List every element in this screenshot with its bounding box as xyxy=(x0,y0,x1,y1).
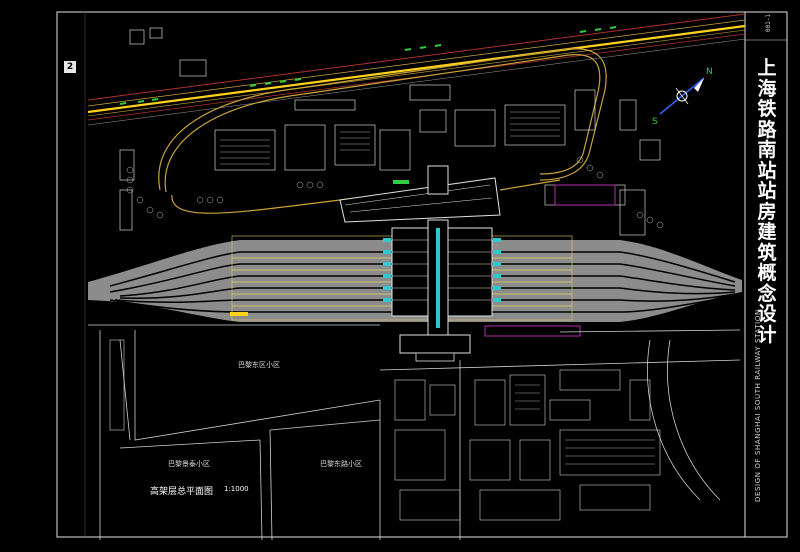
trees xyxy=(126,156,664,229)
north-buildings xyxy=(119,27,661,236)
north-arrow-icon: N S xyxy=(652,67,713,127)
title-char: 南 xyxy=(757,139,777,161)
title-char: 房 xyxy=(757,200,777,223)
drawing-code: 001-1 xyxy=(765,14,772,33)
title-char: 路 xyxy=(757,118,777,141)
title-char: 上 xyxy=(757,57,777,79)
station-building xyxy=(339,165,501,362)
sheet-number: 2 xyxy=(64,61,76,73)
magenta-block-north xyxy=(554,184,616,206)
drawing-scale: 1:1000 xyxy=(224,485,249,493)
magenta-block-south xyxy=(484,325,581,337)
green-signal-marks xyxy=(119,26,617,105)
title-char: 站 xyxy=(757,180,777,202)
drawing-frame xyxy=(56,11,788,538)
english-subtitle: DESIGN OF SHANGHAI SOUTH RAILWAY STATION xyxy=(754,309,762,503)
parking-stripes xyxy=(220,111,560,165)
district-label: 巴黎景泰小区 xyxy=(168,460,210,468)
railway-corridor xyxy=(87,13,746,126)
title-char: 设 xyxy=(757,303,777,325)
south-road-grid xyxy=(88,324,741,541)
title-char: 建 xyxy=(757,221,777,243)
district-label: 巴黎东路小区 xyxy=(320,460,362,468)
drawing-title: 上 海 铁 路 南 站 站 房 建 筑 概 念 设 计 xyxy=(750,57,784,345)
title-char: 筑 xyxy=(757,241,777,264)
svg-text:S: S xyxy=(652,117,658,127)
title-char: 站 xyxy=(757,159,777,182)
title-char: 概 xyxy=(757,262,777,284)
drawing-caption: 高架层总平面图 xyxy=(150,487,214,497)
loop-roads xyxy=(158,48,607,214)
title-char: 铁 xyxy=(757,98,777,120)
title-char: 海 xyxy=(757,77,777,100)
title-char: 念 xyxy=(757,282,777,305)
title-char: 计 xyxy=(757,323,777,346)
svg-text:N: N xyxy=(706,67,713,77)
district-label: 巴黎东区小区 xyxy=(238,361,280,369)
south-parking-stripes xyxy=(515,384,655,465)
south-buildings xyxy=(109,339,661,521)
track-separators xyxy=(109,251,736,313)
yellow-marker xyxy=(230,312,248,316)
